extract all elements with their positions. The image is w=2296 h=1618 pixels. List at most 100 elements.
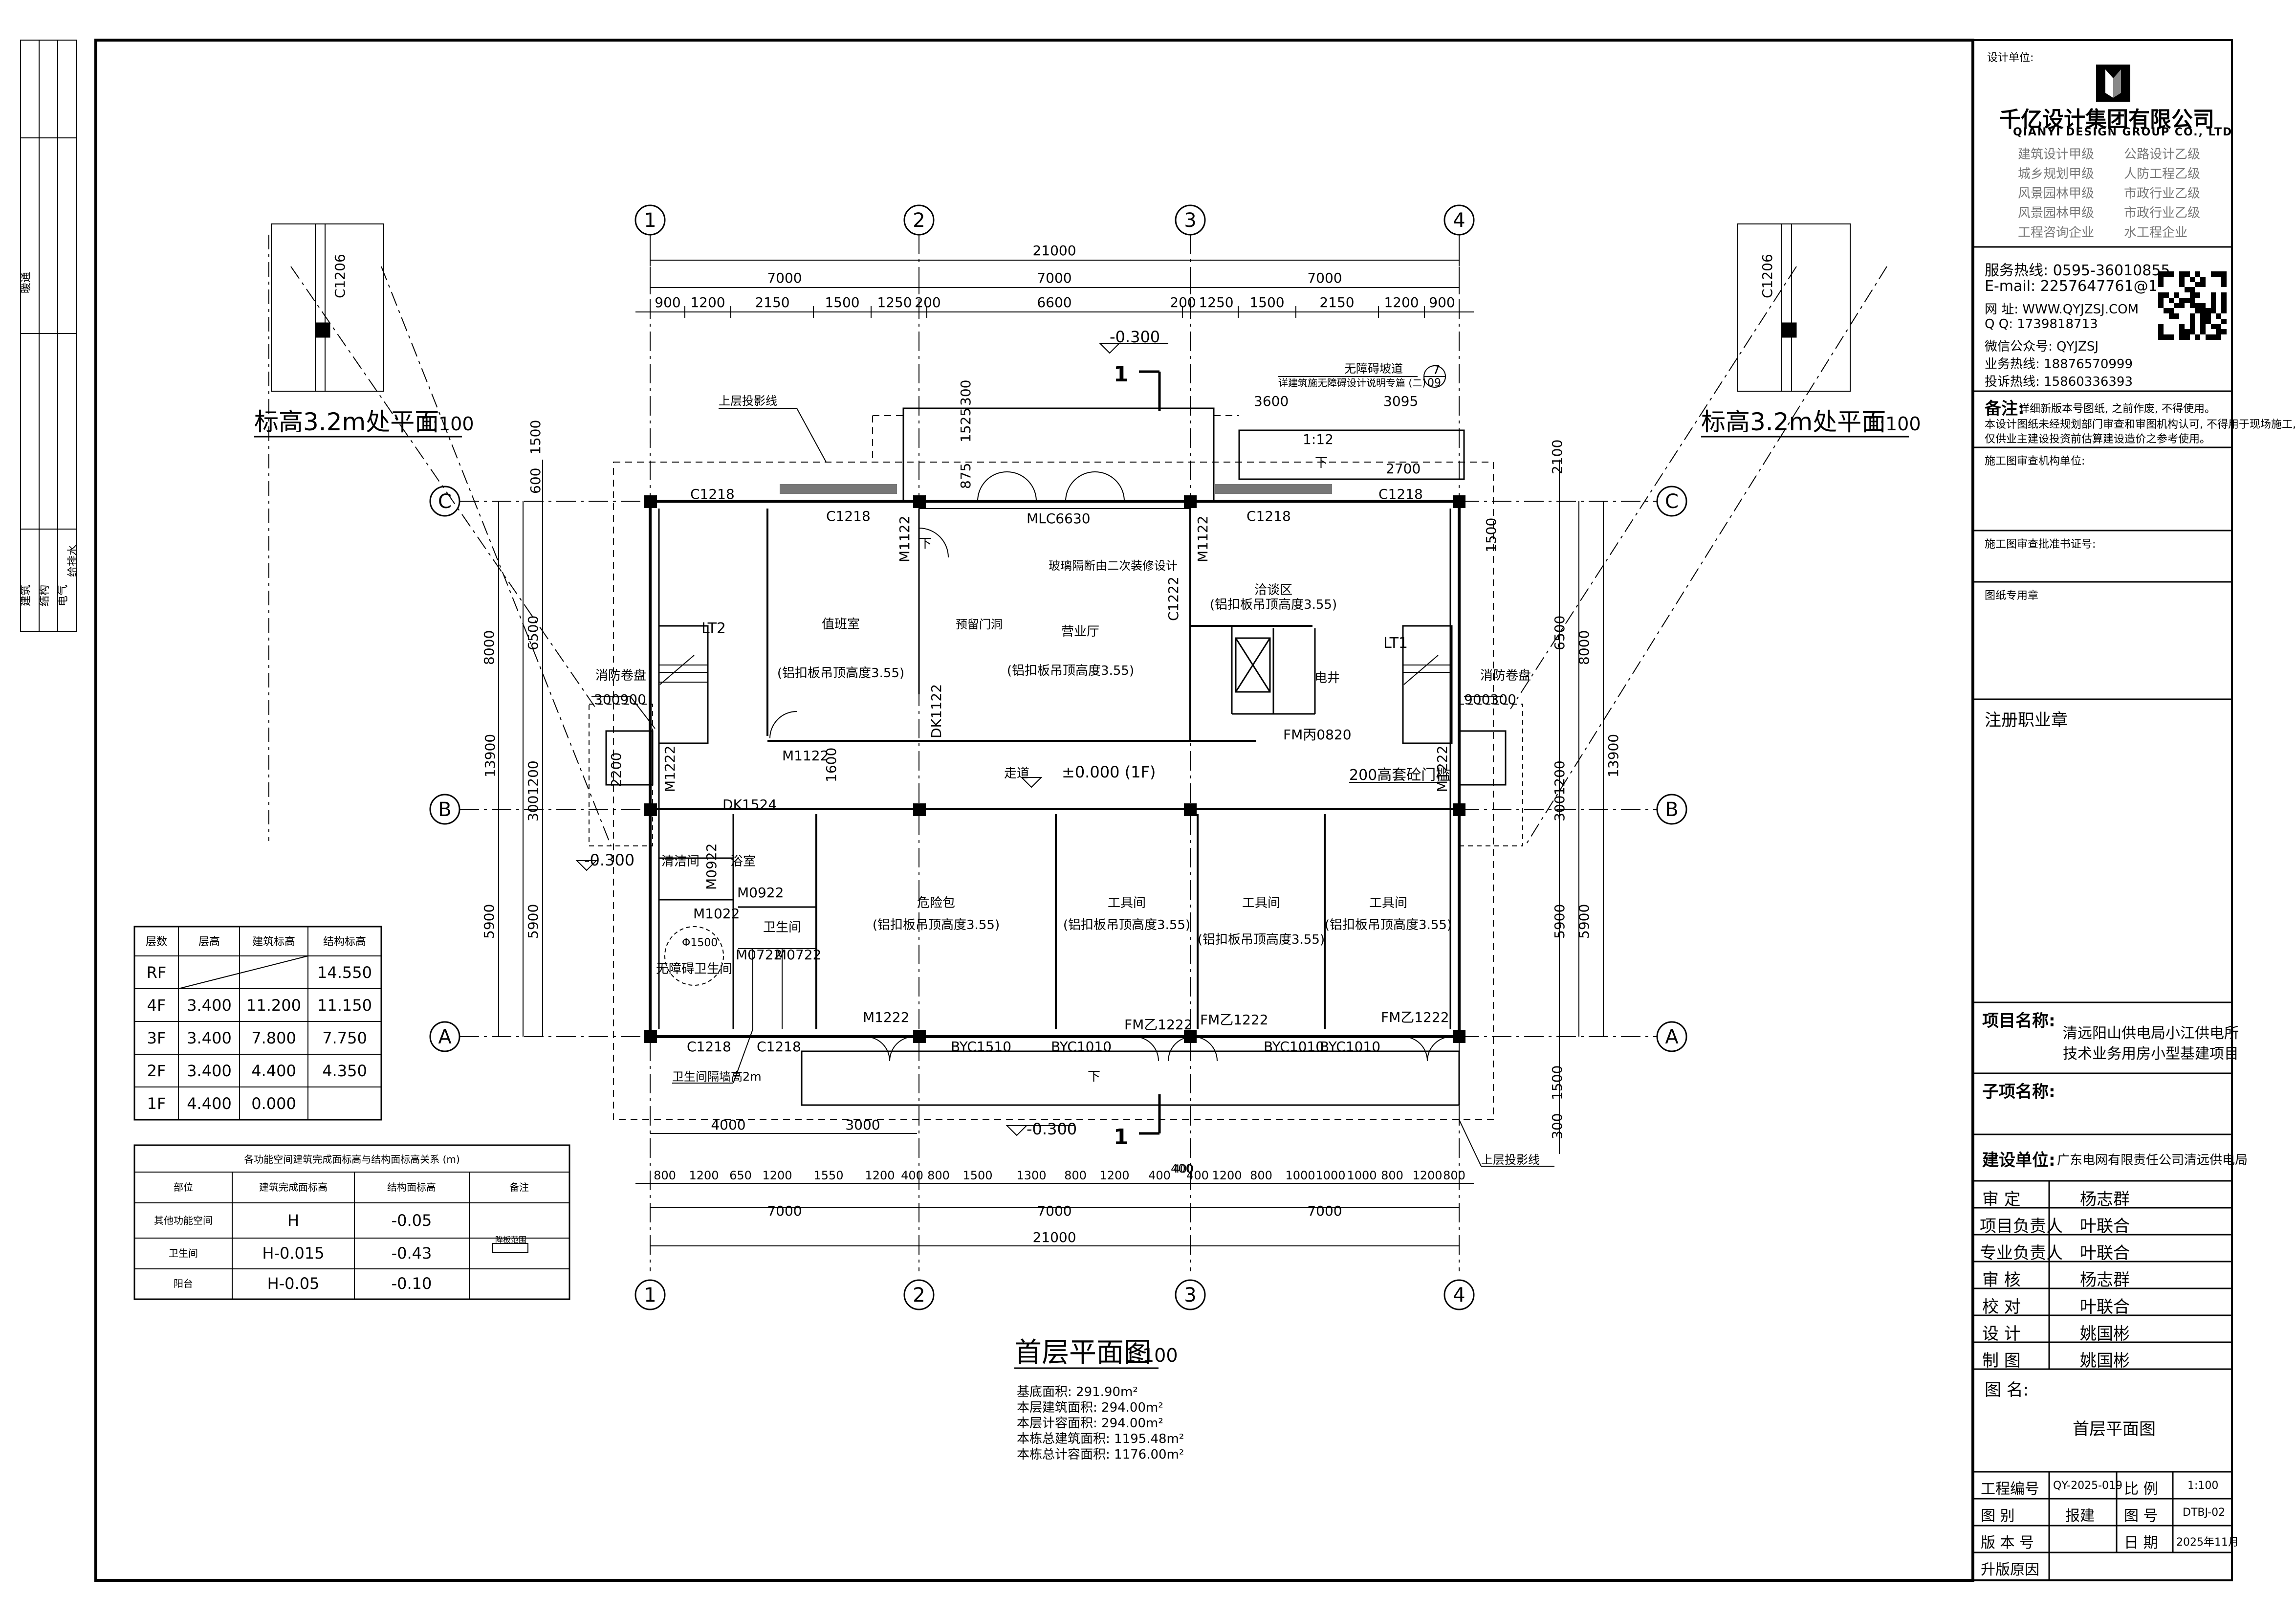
contact-website: 网 址: WWW.QYJZSJ.COM — [1985, 302, 2139, 317]
area-stat-3: 本层计容面积: 294.00m² — [1017, 1416, 1163, 1431]
info-revision-label: 升版原因 — [1981, 1561, 2039, 1578]
dim-bot-detail-12: 1200 — [1099, 1169, 1129, 1182]
sig-2-name: 叶联合 — [2080, 1217, 2130, 1236]
label-m0922: M0922 — [737, 885, 784, 901]
reserved-opening-note: 预留门洞 — [956, 618, 1003, 631]
svg-text:部位: 部位 — [174, 1181, 193, 1193]
label-m1122: M1122 — [782, 748, 829, 764]
area-stat-1: 基底面积: 291.90m² — [1017, 1385, 1138, 1399]
strip-top: 暖通 — [20, 272, 32, 293]
dim-canopy-300: 300 — [958, 380, 974, 406]
drawing-title: 首层平面图 — [1014, 1337, 1151, 1369]
dim-left-5900-inner: 5900 — [525, 904, 541, 939]
axis-label-c-right: C — [1665, 490, 1679, 513]
room-wc: 卫生间 — [763, 920, 801, 935]
dim-bot-detail-21: 800 — [1381, 1169, 1403, 1182]
accessible-turning-circle — [664, 926, 724, 986]
dim-right-6500: 6500 — [1552, 616, 1568, 650]
dim-right-3001200: 3001200 — [1552, 760, 1568, 821]
registered-stamp-label: 注册职业章 — [1985, 710, 2068, 730]
glass-partition-note: 玻璃隔断由二次装修设计 — [1049, 559, 1178, 573]
svg-text:电气: 电气 — [57, 585, 69, 606]
dim-canopy-3600: 3600 — [1254, 393, 1289, 409]
dim-right-2100: 2100 — [1549, 440, 1565, 474]
axis-label-4-bottom: 4 — [1453, 1284, 1465, 1307]
dim-bot-detail-19: 1000 — [1315, 1169, 1345, 1182]
dim-top-bay-1: 7000 — [767, 270, 802, 286]
dim-left-13900: 13900 — [482, 734, 498, 777]
dim-bot-detail-23: 800 — [1443, 1169, 1465, 1182]
room-archive-name: 危险包 — [917, 896, 955, 910]
label-c1218-c: C1218 — [1246, 508, 1291, 524]
svg-text:各功能空间建筑完成面标高与结构面标高关系 (m): 各功能空间建筑完成面标高与结构面标高关系 (m) — [244, 1153, 459, 1165]
svg-text:结构: 结构 — [39, 585, 51, 606]
turning-circle-label: Φ1500 — [682, 937, 718, 949]
svg-text:4.350: 4.350 — [322, 1062, 367, 1080]
qual-2-a: 城乡规划甲级 — [2018, 167, 2095, 181]
detail-right-window: C1206 — [1759, 254, 1775, 298]
axis-bubble-3-top — [1175, 204, 1206, 236]
room-cleaning: 清洁间 — [661, 854, 700, 869]
floor-table-headers: 层数 层高 建筑标高 结构标高 — [146, 936, 366, 948]
qual-3-a: 风景园林甲级 — [2018, 186, 2095, 201]
svg-text:11.150: 11.150 — [317, 996, 372, 1015]
axis-lines — [459, 235, 1657, 1271]
room-tool3-name: 工具间 — [1369, 896, 1407, 910]
dim-right-13900: 13900 — [1605, 734, 1621, 777]
dim-top-bay-3: 7000 — [1307, 270, 1342, 286]
label-m1122-v2: M1122 — [1195, 516, 1211, 562]
room-reception-ceiling: (铝扣板吊顶高度3.55) — [777, 666, 904, 681]
area-stat-4: 本栋总建筑面积: 1195.48m² — [1017, 1432, 1184, 1446]
title-block-grid — [1973, 246, 2232, 1580]
dim-bot-detail-9: 1500 — [962, 1169, 992, 1182]
label-fm1222-c: FM乙1222 — [1381, 1009, 1449, 1025]
dim-bot-detail-4: 1200 — [762, 1169, 792, 1182]
svg-text:4F: 4F — [147, 996, 166, 1015]
door-swings — [769, 471, 1452, 1062]
axis-label-1-bottom: 1 — [644, 1284, 656, 1307]
axis-label-a-right: A — [1665, 1026, 1679, 1048]
svg-text:14.550: 14.550 — [317, 963, 372, 982]
dim-top-detail-2: 1200 — [690, 294, 725, 310]
dim-right-8000: 8000 — [1576, 630, 1592, 665]
down-arrow-canopy: 下 — [919, 536, 932, 551]
room-electric-shaft: 电井 — [1314, 671, 1340, 686]
label-byc1010-b: BYC1010 — [1264, 1039, 1324, 1055]
sig-1-role: 审 定 — [1982, 1190, 2021, 1209]
room-tool1-name: 工具间 — [1108, 896, 1146, 910]
elev-left: -0.300 — [584, 851, 634, 869]
contact-qq: Q Q: 1739818713 — [1985, 317, 2098, 332]
left-strip — [20, 40, 77, 632]
label-c1222: C1222 — [1165, 576, 1181, 621]
axis-label-a-left: A — [438, 1026, 452, 1048]
construction-stamp-label: 施工图审查机构单位: — [1985, 455, 2085, 467]
svg-text:0.000: 0.000 — [251, 1094, 296, 1113]
svg-text:建筑: 建筑 — [20, 585, 32, 606]
svg-text:H-0.015: H-0.015 — [262, 1244, 324, 1263]
axis-label-c-left: C — [438, 490, 452, 513]
axis-bubble-1-bottom — [634, 1279, 666, 1310]
room-reception-name: 值班室 — [822, 617, 860, 632]
info-drawing-no: DTBJ-02 — [2183, 1507, 2226, 1519]
drawing-stamp-label: 图纸专用章 — [1985, 590, 2039, 602]
dim-top-detail-5: 1250 — [877, 294, 912, 310]
axis-bubble-3-bottom — [1175, 1279, 1206, 1310]
label-byc1010-c: BYC1010 — [1320, 1039, 1380, 1055]
axis-bubble-a-left — [429, 1021, 460, 1052]
dim-top-detail-11: 2150 — [1319, 294, 1354, 310]
contact-wechat: 微信公众号: QYJZSJ — [1985, 339, 2099, 354]
label-m1122-v: M1122 — [897, 516, 913, 562]
section-mark-bottom: 1 — [1114, 1125, 1129, 1150]
sig-7-role: 制 图 — [1982, 1351, 2021, 1371]
qual-4-a: 风景园林甲级 — [2018, 206, 2095, 221]
side-detail-plans — [271, 223, 1851, 392]
dim-bot-detail-3: 650 — [729, 1169, 752, 1182]
floor-table-rows: RF 14.550 4F 3.400 11.200 11.150 3F 3.40… — [147, 963, 372, 1113]
dim-bot-bay-2: 7000 — [1037, 1203, 1071, 1219]
qual-1-b: 公路设计乙级 — [2124, 147, 2201, 162]
room-hall-ceiling: (铝扣板吊顶高度3.55) — [1007, 664, 1134, 678]
room-corridor: 走道 — [1004, 766, 1029, 781]
info-version-label: 版 本 号 — [1981, 1534, 2034, 1552]
qual-5-a: 工程咨询企业 — [2018, 225, 2095, 240]
label-byc1510: BYC1510 — [951, 1039, 1011, 1055]
